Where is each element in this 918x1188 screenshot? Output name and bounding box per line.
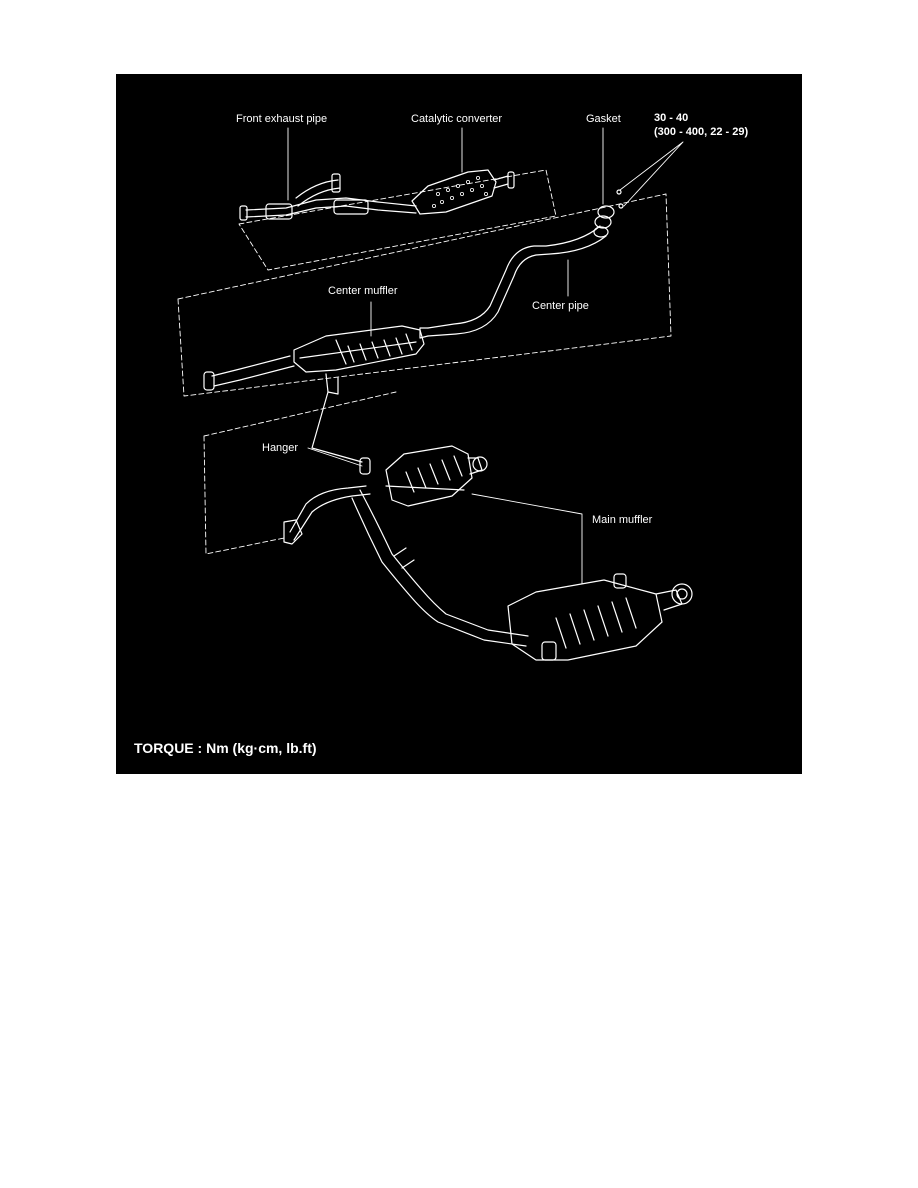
label-torque-value-detail: (300 - 400, 22 - 29) (654, 126, 749, 138)
label-gasket: Gasket (586, 113, 621, 125)
leader-torque (619, 141, 684, 207)
leader-main-muffler (471, 493, 583, 585)
leader-hanger (307, 447, 363, 467)
front-group-outline (238, 169, 557, 271)
catalytic-converter (411, 169, 515, 215)
leader-lines (287, 127, 684, 585)
label-front-exhaust-pipe: Front exhaust pipe (236, 113, 328, 125)
rear-group-outline (203, 391, 397, 555)
label-hanger: Hanger (262, 442, 299, 454)
exhaust-system-diagram: Front exhaust pipe Catalytic converter G… (116, 74, 802, 774)
main-muffler-upper (385, 445, 488, 507)
group-outlines (177, 169, 672, 555)
label-torque-value: 30 - 40 (654, 112, 689, 124)
rear-pipe (283, 391, 529, 647)
exhaust-drawing (177, 127, 693, 661)
main-muffler-lower (507, 573, 693, 661)
label-catalytic-converter: Catalytic converter (411, 113, 503, 125)
label-center-pipe: Center pipe (532, 300, 589, 312)
torque-unit-note: TORQUE : Nm (kg·cm, lb.ft) (134, 740, 317, 756)
label-center-muffler: Center muffler (328, 285, 398, 297)
center-pipe (427, 225, 607, 337)
center-muffler (203, 325, 429, 395)
label-main-muffler: Main muffler (592, 514, 653, 526)
center-group-outline (177, 193, 672, 397)
front-exhaust-pipe (239, 173, 417, 221)
gasket-and-flange (593, 189, 624, 238)
